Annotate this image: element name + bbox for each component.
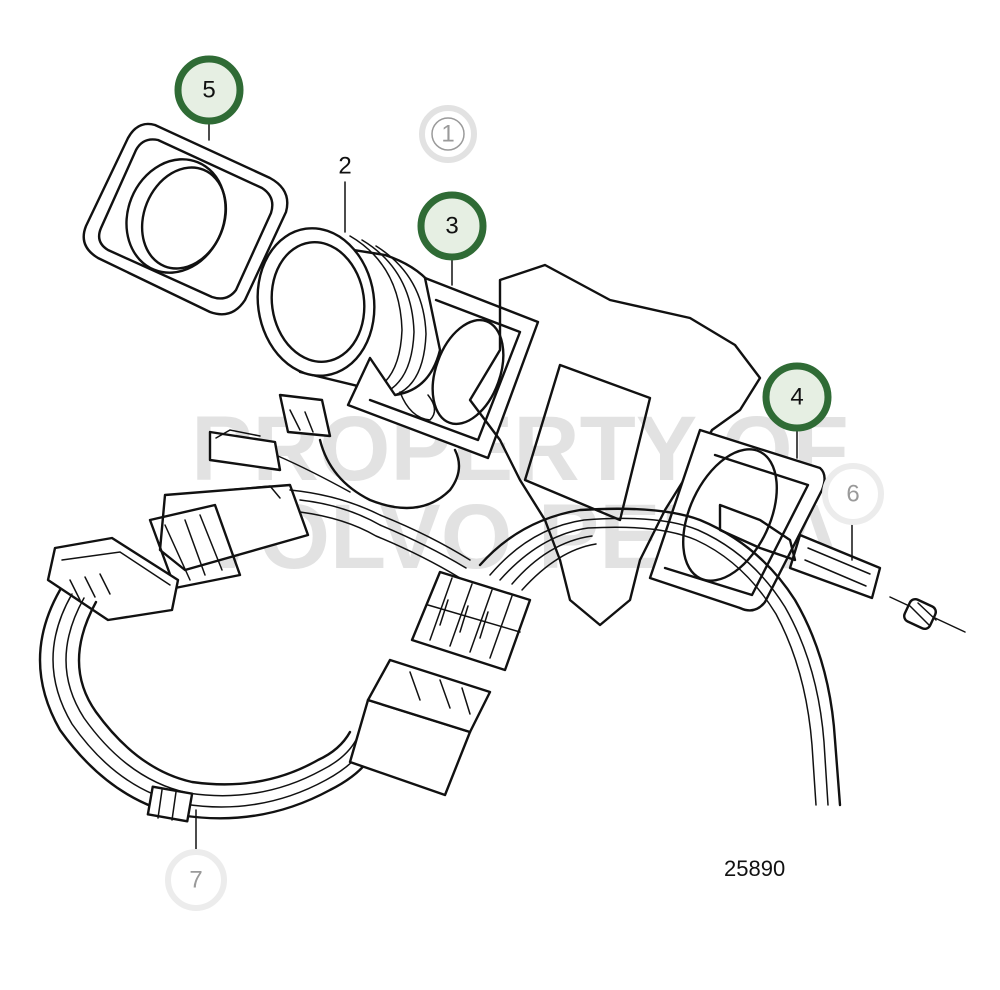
harness-connector-left — [46, 536, 180, 622]
callout-4[interactable]: 4 — [762, 362, 832, 432]
bezel-plate-part-4 — [648, 428, 826, 612]
harness-connector-middle — [148, 483, 471, 590]
harness-lower-loop — [38, 588, 374, 823]
gauge-connectors — [208, 393, 461, 510]
callout-2-label: 2 — [338, 153, 351, 180]
callout-6-ring — [822, 463, 884, 525]
bulb-holder-part-6 — [718, 503, 966, 633]
bezel-frame-part-5 — [82, 122, 289, 316]
harness-connector-bottom — [348, 658, 492, 797]
callout-3-label: 3 — [445, 213, 458, 240]
dashboard-panel — [468, 263, 762, 627]
callout-4-label: 4 — [790, 384, 803, 411]
callout-5[interactable]: 5 — [174, 55, 244, 125]
callout-6[interactable]: 6 — [822, 463, 884, 525]
callout-6-label: 6 — [846, 481, 859, 508]
callout-7-ring — [165, 849, 227, 911]
drawing-number: 25890 — [724, 856, 785, 881]
wiring-harness — [478, 507, 842, 807]
callout-5-ring — [174, 55, 244, 125]
callout-1[interactable]: 1 — [419, 105, 477, 163]
callout-7[interactable]: 7 — [165, 849, 227, 911]
callout-7-label: 7 — [189, 867, 202, 894]
callout-1-label: 1 — [441, 121, 454, 148]
callout-3-ring — [417, 191, 487, 261]
panel-connector — [410, 570, 532, 672]
callout-2[interactable]: 2 — [338, 153, 351, 180]
callout-5-label: 5 — [202, 77, 215, 104]
mounting-plate-part-3 — [346, 276, 540, 460]
callout-3[interactable]: 3 — [417, 191, 487, 261]
callout-4-ring — [762, 362, 832, 432]
callout-1-inner-ring — [431, 117, 465, 151]
callout-1-ring — [419, 105, 477, 163]
